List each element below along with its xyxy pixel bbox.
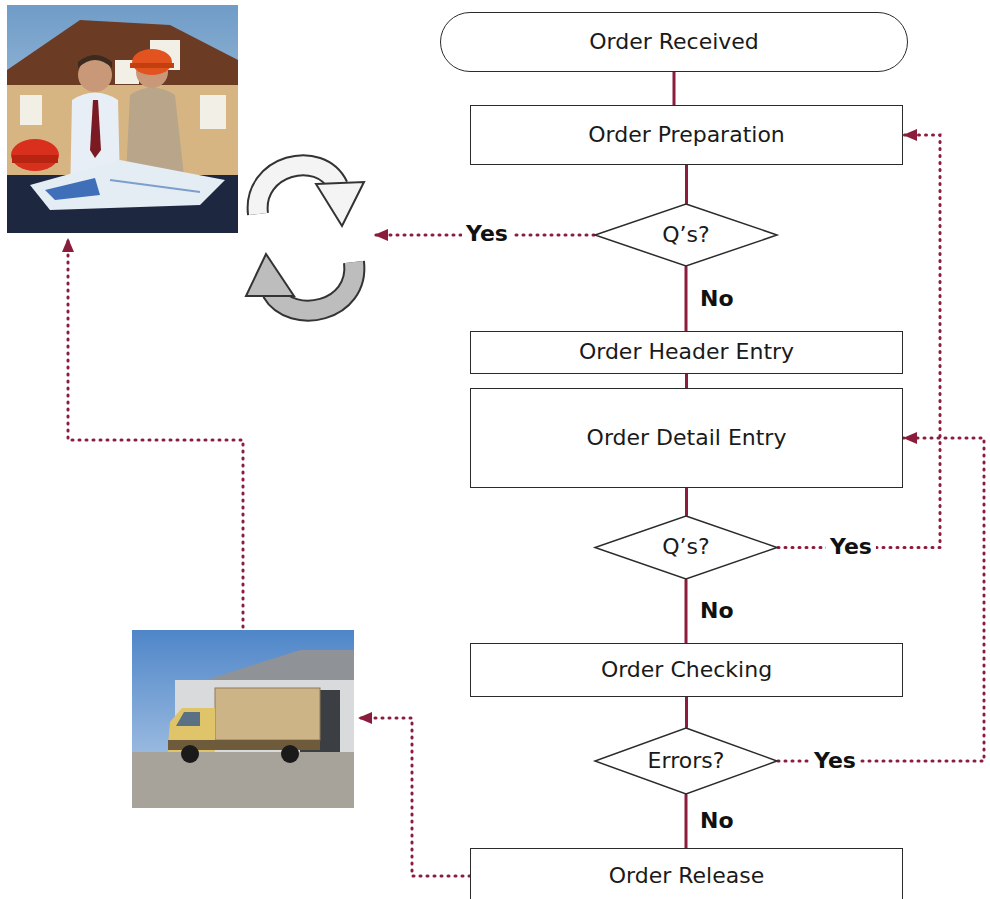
flow-line	[685, 374, 688, 388]
flow-line	[685, 795, 688, 848]
photo-sky	[7, 5, 238, 233]
truck-photo	[132, 630, 354, 808]
node-text: Order Detail Entry	[587, 425, 787, 451]
diamond-shape	[595, 728, 777, 794]
node-text: Order Release	[609, 863, 764, 889]
edge-label: Yes	[810, 748, 860, 774]
truck-wheel	[181, 745, 199, 763]
flow-line	[685, 165, 688, 203]
process-box: Order Preparation	[470, 105, 903, 165]
flow-line	[673, 72, 676, 105]
truck-box	[215, 688, 320, 740]
node-text: Errors?	[648, 748, 725, 774]
house-window	[200, 95, 226, 129]
dotted-arrow	[68, 238, 243, 627]
builders-photo	[7, 5, 238, 233]
process-box: Order Header Entry	[470, 331, 903, 374]
truck-window	[176, 712, 200, 726]
flow-line	[685, 488, 688, 515]
flow-line	[685, 267, 688, 331]
branch-label: Yes	[462, 221, 512, 247]
edge-label: No	[696, 598, 738, 624]
terminator-box: Order Received	[440, 12, 908, 72]
node-text: Q’s?	[662, 534, 709, 560]
dotted-arrow	[358, 718, 470, 876]
node-text: Order Preparation	[588, 122, 785, 148]
cycle-arrow-head	[316, 182, 364, 226]
node-text: Order Received	[589, 29, 759, 55]
worker-hat-brim	[130, 63, 174, 68]
diamond-shape	[595, 516, 777, 579]
decision-diamond: Q’s?	[594, 515, 778, 580]
diamond-shape	[595, 204, 777, 266]
house-window	[20, 95, 42, 125]
ground	[132, 752, 354, 808]
flow-line	[685, 580, 688, 643]
edge-label: No	[696, 286, 738, 312]
decision-diamond: Errors?	[594, 727, 778, 795]
flow-line	[685, 697, 688, 727]
edge-label: No	[696, 808, 738, 834]
cycle-arrow-head	[246, 254, 294, 296]
blueprint-plan	[45, 178, 100, 200]
hard-hat	[11, 139, 59, 171]
process-box: Order Release	[470, 848, 903, 899]
blueprint	[30, 160, 225, 210]
man-hair	[78, 55, 112, 68]
blueprint-line	[110, 180, 200, 192]
edge-label: Yes	[826, 534, 876, 560]
truck-wheel	[281, 745, 299, 763]
hard-hat-brim	[12, 155, 58, 163]
process-box: Order Checking	[470, 643, 903, 697]
node-text: Q’s?	[662, 222, 709, 248]
process-box: Order Detail Entry	[470, 388, 903, 488]
man-tie	[90, 100, 101, 158]
photo-sky	[132, 630, 354, 808]
cycle-arrows	[246, 165, 364, 310]
decision-diamond: Q’s?	[594, 203, 778, 267]
node-text: Order Checking	[601, 657, 772, 683]
node-text: Order Header Entry	[579, 339, 794, 365]
worker-hard-hat	[132, 49, 172, 75]
